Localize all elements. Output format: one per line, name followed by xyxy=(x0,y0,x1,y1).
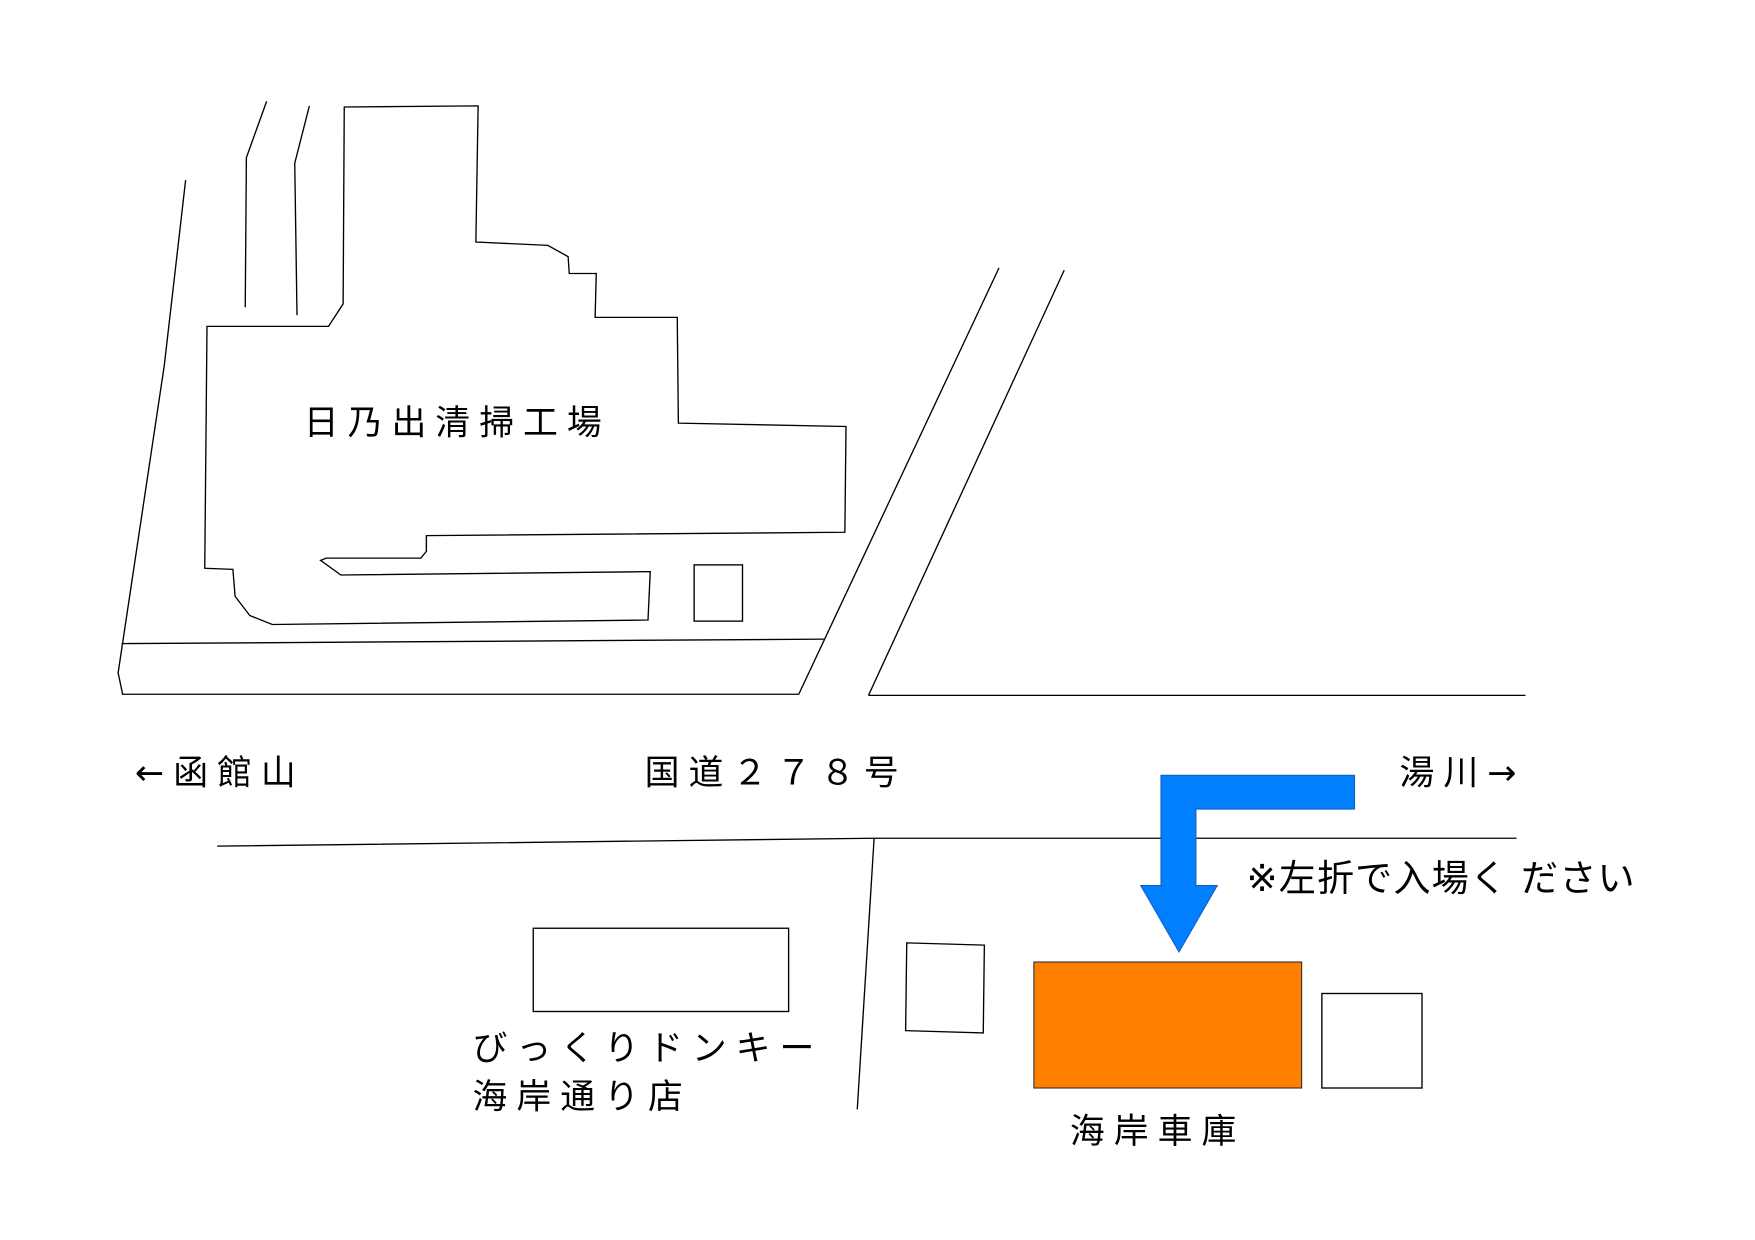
road-line xyxy=(117,180,1000,695)
store-label-line2: 海岸通り店 xyxy=(473,1077,692,1117)
direction-yunokawa: 湯川→ xyxy=(1400,753,1526,793)
small-building xyxy=(1321,992,1423,1089)
road-line xyxy=(217,837,1517,847)
store-building xyxy=(532,927,790,1013)
garage-label: 海岸車庫 xyxy=(1070,1112,1245,1152)
small-building xyxy=(904,942,986,1034)
direction-hakodateyama: ←函館山 xyxy=(135,753,305,793)
entry-notice: ※左折で入場く ださい xyxy=(1247,857,1636,900)
small-building xyxy=(693,564,744,622)
factory-label: 日乃出清掃工場 xyxy=(304,403,611,443)
factory-building xyxy=(204,105,847,626)
road-line xyxy=(856,838,875,1110)
road-line xyxy=(867,269,1065,696)
road-line xyxy=(244,101,268,308)
road-line xyxy=(294,105,311,316)
garage-building xyxy=(1033,961,1303,1089)
left-turn-arrow-icon xyxy=(1139,774,1356,954)
store-label-line1: びっくりドンキー xyxy=(473,1029,824,1069)
road-line xyxy=(121,638,825,645)
route-label: 国道２７８号 xyxy=(645,753,908,793)
